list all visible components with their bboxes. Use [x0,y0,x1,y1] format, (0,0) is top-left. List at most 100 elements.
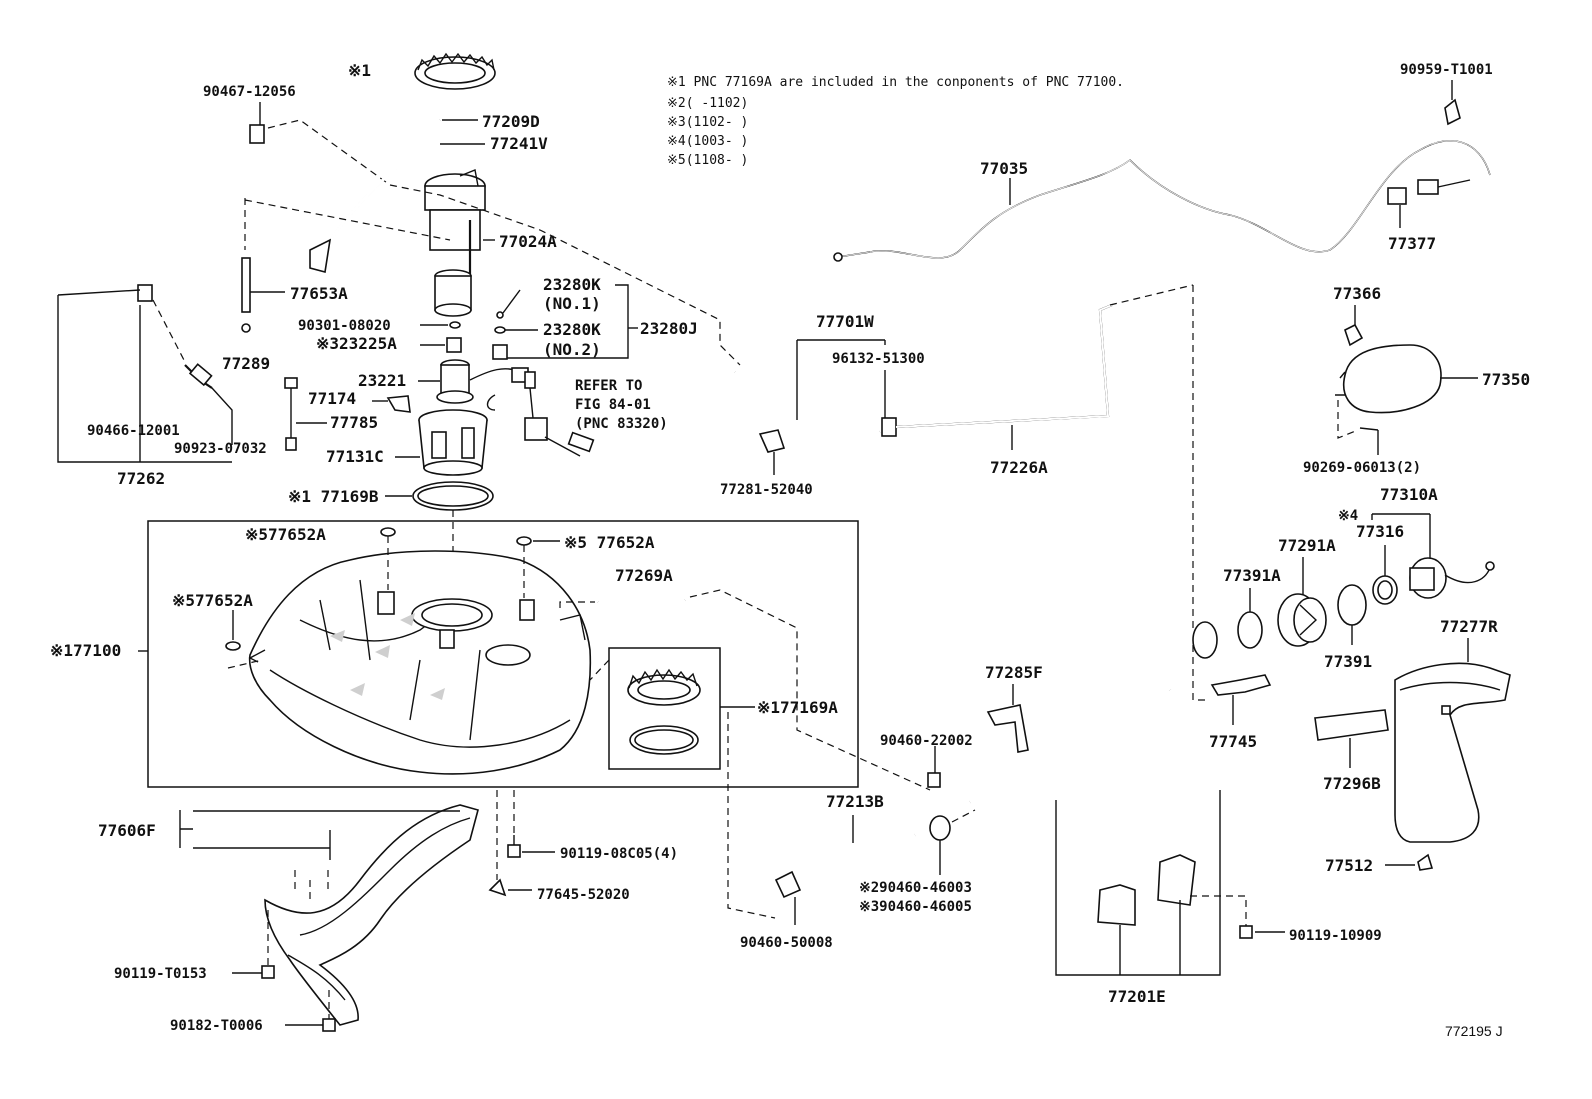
clamp-90460-46003[interactable] [929,815,951,841]
clip-77645[interactable] [488,878,507,897]
grommet-77652A-b[interactable] [516,536,532,546]
label-77174: 77174 [308,389,356,408]
label-90269: 90269-06013(2) [1303,460,1421,476]
lock-ring-top[interactable] [414,52,496,90]
label-23225A: ※323225A [316,334,397,353]
lock-ring-inset-box [608,647,721,770]
bracket-77285F[interactable] [986,704,1029,753]
label-77745: 77745 [1209,732,1257,751]
clamp-90460-22002[interactable] [927,772,941,788]
label-refer-1: REFER TO [575,378,642,394]
heat-insulator-77606F[interactable] [264,804,479,1026]
bracket-77201E-a[interactable] [1097,884,1136,926]
pump-housing-77131C[interactable] [418,409,488,476]
tank-assembly-box [147,520,859,788]
fuel-lid-cable-77035[interactable] [833,98,1491,262]
bolt-90119-08C05[interactable] [507,835,521,858]
label-77241V: 77241V [490,134,548,153]
hose-77269A[interactable] [596,596,687,612]
fuel-filter[interactable] [434,269,472,317]
label-77269A: 77269A [615,566,673,585]
label-77391: 77391 [1324,652,1372,671]
fuel-pump-23221[interactable] [436,359,529,404]
label-77169A: ※177169A [757,698,838,717]
screw-90269[interactable] [1359,427,1379,431]
label-77310A: 77310A [1380,485,1438,504]
filler-neck-77291A[interactable] [1277,593,1327,647]
breather-hose[interactable] [129,124,265,389]
label-90460-22002: 90460-22002 [880,733,973,749]
label-90460-50008: 90460-50008 [740,935,833,951]
fuel-lid-77350[interactable] [1335,344,1442,414]
label-77262: 77262 [117,469,165,488]
fuel-pump-bracket[interactable] [309,119,486,300]
label-77785: 77785 [330,413,378,432]
notes-block: ※1 PNC 77169A are included in the conpon… [667,75,1124,168]
label-77377: 77377 [1388,234,1436,253]
label-77289: 77289 [222,354,270,373]
gasket-77169B[interactable] [412,481,494,511]
hose-77213B[interactable] [785,826,917,898]
label-90119-08C05: 90119-08C05(4) [560,846,678,862]
pipe-77653A[interactable] [241,257,251,313]
label-77100: ※177100 [50,641,121,660]
label-77316-mark: ※4 [1338,508,1358,524]
note-4: ※4(1003- ) [667,134,748,149]
label-77285F: 77285F [985,663,1043,682]
label-77606F: 77606F [98,821,156,840]
bracket-77201E-b[interactable] [1157,854,1196,906]
label-77652A-b: ※5 77652A [564,533,655,552]
label-77316: 77316 [1356,522,1404,541]
wire-77785[interactable] [284,377,298,451]
label-77201E: 77201E [1108,987,1166,1006]
label-77277R: 77277R [1440,617,1498,636]
grommet-77652A-c[interactable] [225,641,241,651]
label-77169B: ※1 77169B [288,487,379,506]
protector-77277R[interactable] [1394,662,1511,843]
label-77645-52020: 77645-52020 [537,887,630,903]
label-96132-51300: 96132-51300 [832,351,925,367]
breather-tube-77701W[interactable] [733,303,1113,453]
filler-pipe-77201E[interactable] [939,621,1218,807]
bolt-90119-T0153[interactable] [261,965,275,979]
label-23280K-1-sub: (NO.1) [543,294,601,313]
clamp-77745[interactable] [1210,674,1272,696]
label-refer-2: FIG 84-01 [575,397,651,413]
label-90467-12056: 90467-12056 [203,84,296,100]
spacer-23225A[interactable] [446,337,462,353]
figure-code: 772195 J [1445,1023,1503,1039]
fuel-cap-77310A[interactable] [1409,557,1495,599]
label-77226A: 77226A [990,458,1048,477]
clip-77174[interactable] [386,395,411,413]
grommet-77652A-a[interactable] [380,527,396,537]
bracket-77296B[interactable] [1314,709,1389,741]
nut-90182[interactable] [322,1018,336,1032]
seal-23280K-no2[interactable] [494,326,506,334]
label-90119-10909: 90119-10909 [1289,928,1382,944]
label-77512: 77512 [1325,856,1373,875]
ring-77391A[interactable] [1237,611,1263,649]
label-23280K-2-sub: (NO.2) [543,340,601,359]
check-valve[interactable] [492,344,508,360]
o-ring-90301[interactable] [449,321,461,329]
hinge-77366[interactable] [1344,323,1364,347]
pin-77289[interactable] [241,323,251,333]
clamp-90460-50008[interactable] [774,870,802,899]
fuel-sender-gauge[interactable] [524,371,595,457]
fuel-tank[interactable] [248,550,592,775]
label-90923-07032: 90923-07032 [174,441,267,457]
note-2: ※2( -1102) [667,96,748,111]
note-1: ※1 PNC 77169A are included in the conpon… [667,75,1124,90]
seal-23280K-no1[interactable] [496,311,504,319]
clip-77512[interactable] [1417,853,1434,871]
gasket-77316[interactable] [1372,575,1398,605]
bolt-90119-10909[interactable] [1239,925,1253,939]
label-90182-T0006: 90182-T0006 [170,1018,263,1034]
label-77701W: 77701W [816,312,874,331]
label-90959-T1001: 90959-T1001 [1400,62,1493,78]
label-77209D: 77209D [482,112,540,131]
ring-77391[interactable] [1337,584,1367,626]
label-90119-T0153: 90119-T0153 [114,966,207,982]
lock-ring-77169A[interactable] [627,668,701,755]
label-90460-46003: ※290460-46003 [859,880,972,896]
